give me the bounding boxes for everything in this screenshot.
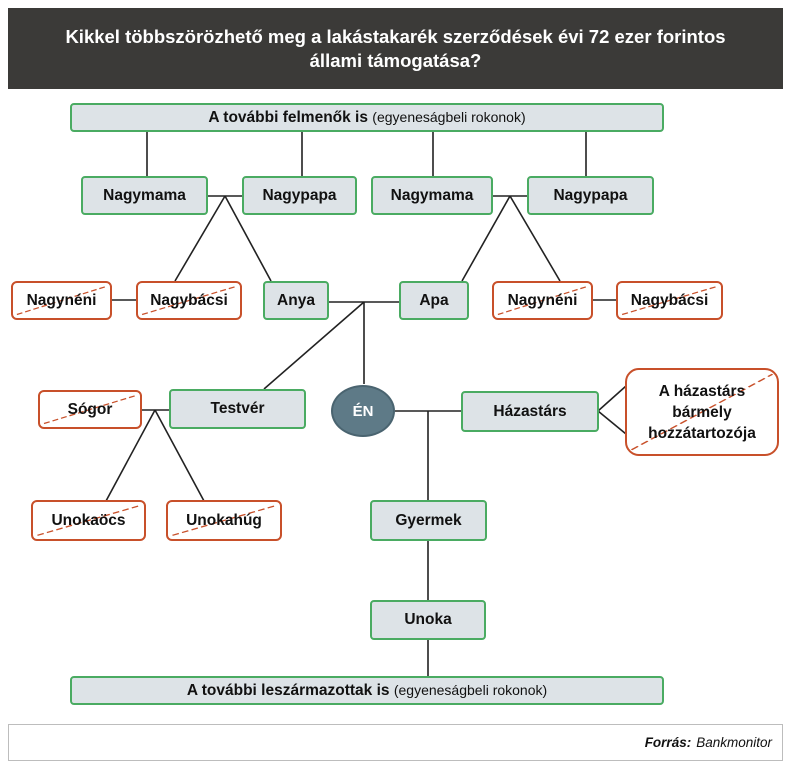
node-label: Testvér — [210, 400, 265, 417]
node-label: Nagybácsi — [150, 291, 228, 309]
node-niece: Unokahúg — [166, 500, 282, 541]
further-ancestors-bold: A további felmenők is — [208, 108, 368, 126]
node-sibling: Testvér — [169, 389, 306, 429]
node-father: Apa — [399, 281, 469, 320]
strike-through-mark — [16, 285, 107, 316]
strike-through-mark — [172, 505, 276, 536]
node-label: Sógor — [67, 400, 113, 418]
strike-through-mark — [630, 373, 774, 451]
node-label: Nagymama — [103, 186, 186, 204]
strike-through-mark — [141, 285, 237, 316]
source-label: Forrás: — [644, 735, 692, 750]
strike-through-mark — [37, 505, 140, 536]
node-label: Nagybácsi — [630, 291, 709, 309]
further-descendants-bar: A további leszármazottak is (egyeneságbe… — [70, 676, 664, 705]
node-label: Unoka — [404, 611, 452, 628]
diagram-title-text: Kikkel többszörözhető meg a lakástakarék… — [65, 25, 726, 71]
node-grandchild: Unoka — [370, 600, 486, 640]
node-label: Apa — [419, 291, 449, 309]
node-me: ÉN — [331, 385, 395, 437]
node-spouse-relatives: A házastárs bármely hozzátartozója — [625, 368, 779, 456]
node-label: Nagymama — [390, 186, 474, 204]
further-descendants-note: (egyeneságbeli rokonok) — [393, 681, 548, 698]
node-aunt-left: Nagynéni — [11, 281, 112, 320]
node-label: Nagypapa — [262, 186, 337, 204]
strike-through-mark — [43, 394, 137, 425]
further-ancestors-bar: A további felmenők is (egyeneságbeli rok… — [70, 103, 664, 132]
strike-through-mark — [497, 285, 588, 316]
node-spouse: Házastárs — [461, 391, 599, 432]
source-footer: Forrás: Bankmonitor — [8, 724, 783, 761]
diagram-title: Kikkel többszörözhető meg a lakástakarék… — [8, 8, 783, 89]
further-ancestors-note: (egyeneságbeli rokonok) — [372, 108, 526, 125]
node-mother: Anya — [263, 281, 329, 320]
node-label: Nagypapa — [553, 186, 628, 204]
node-label: Házastárs — [493, 402, 567, 420]
further-descendants-bold: A további leszármazottak is — [186, 681, 390, 699]
node-nephew: Unokaöcs — [31, 500, 146, 541]
node-aunt-right: Nagynéni — [492, 281, 593, 320]
node-child: Gyermek — [370, 500, 487, 541]
node-brother-in-law: Sógor — [38, 390, 142, 429]
strike-through-mark — [621, 285, 718, 316]
source-name: Bankmonitor — [696, 735, 772, 750]
node-label: Unokahúg — [186, 511, 262, 529]
node-grandmother-left: Nagymama — [81, 176, 208, 215]
node-label: Anya — [277, 291, 315, 309]
node-grandfather-right: Nagypapa — [527, 176, 654, 215]
node-label: Nagynéni — [26, 291, 97, 309]
node-label: Gyermek — [395, 511, 462, 529]
node-uncle-left: Nagybácsi — [136, 281, 242, 320]
node-label: Unokaöcs — [51, 511, 126, 529]
node-label: ÉN — [352, 402, 374, 420]
node-grandmother-right: Nagymama — [371, 176, 493, 215]
node-label: Nagynéni — [507, 291, 578, 309]
node-grandfather-left: Nagypapa — [242, 176, 357, 215]
node-uncle-right: Nagybácsi — [616, 281, 723, 320]
node-label: A házastárs bármely hozzátartozója — [648, 382, 756, 442]
